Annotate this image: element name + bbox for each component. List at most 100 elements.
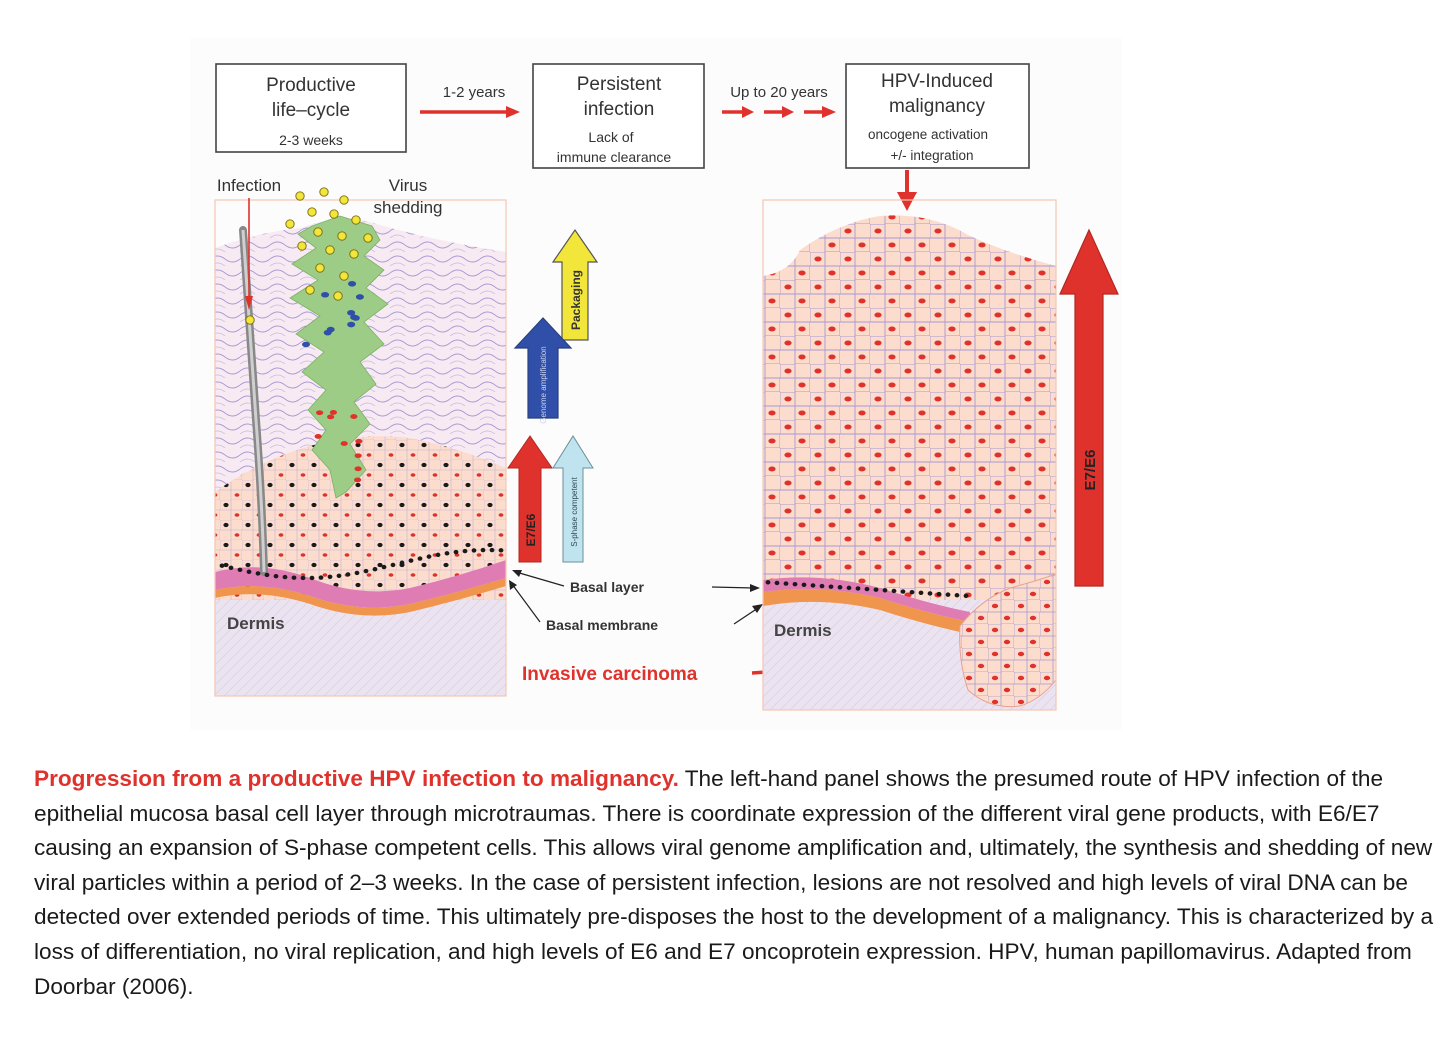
basal-membrane-pointer-left (509, 580, 541, 623)
virus-particle (333, 291, 343, 301)
basal-cell-nucleus (264, 572, 270, 578)
left-basal-membrane-band (215, 578, 506, 616)
basal-cell-nucleus (954, 593, 960, 598)
basal-cell-nucleus (336, 573, 342, 578)
stage-3-sub1: oncogene activation (868, 127, 988, 142)
right-basal-layer-band (763, 577, 970, 622)
e7e6-small-arrow-label: E7/E6 (524, 513, 538, 546)
replicating-nucleus (353, 477, 362, 483)
basal-cell-nucleus (864, 586, 870, 592)
basal-cell-nucleus (435, 552, 441, 558)
infection-label: Infection (217, 176, 281, 195)
basal-membrane-label: Basal membrane (546, 617, 658, 633)
left-tissue-panel (215, 215, 506, 696)
basal-cell-nucleus (300, 575, 306, 581)
stage-2-sub1: Lack of (588, 129, 633, 145)
left-panel-border (214, 199, 507, 697)
virus-shedding-label-line1: Virus (389, 176, 427, 195)
stage-2-line1: Persistent (577, 74, 662, 95)
virus-particle (351, 215, 361, 225)
virus-particle (295, 191, 305, 201)
infection-arrow (245, 198, 253, 310)
replicating-nucleus (329, 410, 338, 415)
packaging-arrow: Packaging (551, 228, 599, 341)
basal-cell-nucleus (327, 574, 333, 580)
virus-particle (297, 241, 307, 251)
virus-particle (245, 315, 255, 325)
basal-membrane-pointer-right (733, 604, 763, 625)
basal-cell-nucleus (480, 547, 486, 553)
virus-particle (313, 227, 323, 237)
basal-cell-nucleus (909, 589, 915, 595)
basal-cell-nucleus (381, 564, 387, 570)
viral-replication-zone (289, 215, 389, 499)
virus-particle (307, 207, 317, 217)
basal-cell-nucleus (453, 549, 459, 555)
amplifying-nucleus (347, 321, 356, 328)
basal-layer-label: Basal layer (570, 579, 644, 595)
packaging-arrow-label: Packaging (569, 270, 583, 330)
basal-cell-nucleus (372, 566, 378, 572)
basal-cell-nucleus (873, 587, 879, 592)
virus-particle (329, 209, 339, 219)
basal-cell-nucleus (810, 583, 816, 588)
basal-cell-nucleus (828, 584, 834, 589)
replicating-nucleus (355, 438, 363, 444)
basal-cell-nucleus (792, 581, 798, 587)
virus-particle (285, 219, 295, 229)
amplifying-nucleus (355, 294, 364, 300)
genome-amplification-arrow-label: Genome amplification (539, 346, 548, 423)
basal-cell-nucleus (228, 565, 234, 571)
virus-particles (245, 187, 373, 483)
invasive-carcinoma-label: Invasive carcinoma (522, 664, 698, 685)
stage-box-persistent: Persistent infection Lack of immune clea… (532, 63, 705, 169)
transition-label-2: Up to 20 years (730, 84, 828, 101)
basal-cell-nucleus (426, 554, 432, 559)
virus-particle (337, 231, 347, 241)
microtrauma-channel-highlight (241, 229, 266, 573)
basal-cell-nucleus (900, 589, 906, 594)
basal-cell-nucleus (471, 548, 477, 553)
right-dermis-label: Dermis (774, 621, 832, 640)
basal-cell-nucleus (444, 551, 450, 556)
right-panel-border (762, 199, 1057, 711)
basal-cell-nucleus (837, 585, 843, 590)
basal-cell-nucleus (462, 548, 468, 554)
amplifying-nucleus (347, 309, 356, 316)
basal-cell-nucleus (819, 583, 825, 589)
virus-shedding-label-line2: shedding (373, 198, 442, 217)
basal-cell-nucleus (345, 572, 351, 577)
replicating-nucleus (327, 414, 335, 420)
replicating-nucleus (340, 441, 348, 446)
basal-cell-nucleus (255, 571, 261, 576)
replicating-nucleus (354, 466, 362, 472)
replicating-nucleus (316, 410, 324, 416)
right-transformed-epithelium (763, 215, 1056, 600)
basal-cell-nucleus (498, 548, 504, 553)
basal-cell-nucleus (291, 575, 297, 580)
stage-3-line1: HPV-Induced (881, 71, 993, 92)
virus-particle (305, 285, 315, 295)
stage-1-sub1: 2-3 weeks (279, 132, 343, 148)
virus-particle (319, 187, 329, 197)
left-basal-layer-band (215, 560, 506, 608)
basal-cell-nucleus (354, 570, 360, 576)
s-phase-arrow-label: S-phase competent (570, 477, 579, 547)
basal-cell-nucleus (855, 586, 861, 591)
basal-cell-nucleus (765, 580, 771, 585)
replicating-nucleus (350, 414, 358, 419)
right-basal-nuclei (765, 580, 969, 599)
invasive-carcinoma-region (959, 573, 1056, 708)
basal-cell-nucleus (927, 591, 933, 596)
e7e6-small-arrow: E7/E6 (507, 435, 553, 563)
transition-label-1: 1-2 years (443, 84, 506, 101)
basal-cell-nucleus (282, 574, 288, 580)
basal-cell-nucleus (417, 556, 423, 561)
transition-arrow-1 (420, 106, 520, 118)
basal-cell-nucleus (783, 581, 789, 586)
left-proliferating-zone (215, 436, 506, 600)
left-dermis-label: Dermis (227, 614, 285, 633)
basal-layer-pointer-right (711, 584, 760, 592)
stage-1-line2: life–cycle (272, 100, 350, 121)
virus-particle (339, 271, 349, 281)
